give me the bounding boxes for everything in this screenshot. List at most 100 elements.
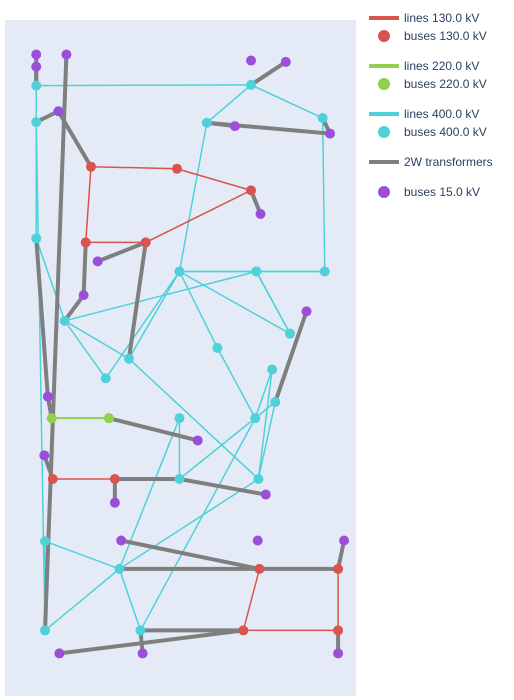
line-400kv	[104, 270, 181, 380]
transformer-2w	[57, 628, 246, 656]
bus-130kv	[246, 185, 257, 196]
transformer-2w	[177, 477, 268, 497]
line-400kv	[63, 320, 107, 380]
transformer-2w	[43, 52, 69, 633]
bus-400kv	[114, 563, 125, 574]
plot-background	[5, 20, 356, 696]
legend-label: 2W transformers	[404, 155, 493, 169]
line-400kv	[178, 270, 219, 349]
legend-label: buses 220.0 kV	[404, 77, 487, 91]
bus-400kv	[267, 364, 278, 375]
line-400kv	[178, 270, 291, 335]
bus-15kv	[42, 391, 53, 402]
line-400kv	[118, 478, 260, 570]
line-400kv	[254, 368, 273, 419]
transformer-2w	[34, 236, 50, 399]
bus-400kv	[31, 80, 42, 91]
bus-400kv	[135, 625, 146, 636]
line-400kv	[321, 117, 326, 273]
bus-400kv	[253, 474, 264, 485]
bus-15kv	[252, 535, 263, 546]
bus-400kv	[246, 79, 257, 90]
legend-item[interactable]: lines 220.0 kV	[364, 57, 510, 75]
legend-line-swatch	[364, 9, 404, 27]
line-400kv	[255, 270, 291, 335]
bus-130kv	[171, 163, 182, 174]
bus-400kv	[174, 474, 185, 485]
transformer-2w	[62, 293, 86, 323]
line-400kv	[128, 357, 260, 480]
bus-15kv	[92, 256, 103, 267]
bus-15kv	[246, 55, 257, 66]
transformer-2w	[81, 240, 88, 298]
bus-15kv	[333, 648, 344, 659]
legend-line-swatch	[364, 105, 404, 123]
legend-gap	[364, 171, 510, 183]
bus-400kv	[285, 328, 296, 339]
line-400kv	[63, 320, 130, 360]
legend-gap	[364, 141, 510, 153]
bus-15kv	[78, 290, 89, 301]
transformer-2w	[273, 309, 309, 404]
bus-130kv	[333, 625, 344, 636]
legend-line-swatch	[364, 153, 404, 171]
transformer-2w	[95, 240, 148, 264]
bus-400kv	[174, 413, 185, 424]
line-130kv	[242, 568, 261, 632]
legend-item[interactable]: 2W transformers	[364, 153, 510, 171]
bus-15kv	[280, 56, 291, 67]
line-400kv	[257, 401, 277, 480]
bus-15kv	[31, 49, 42, 60]
legend-gap	[364, 93, 510, 105]
legend-item[interactable]: buses 220.0 kV	[364, 75, 510, 93]
legend-item[interactable]: buses 130.0 kV	[364, 27, 510, 45]
line-400kv	[128, 270, 181, 360]
bus-15kv	[339, 535, 350, 546]
legend-label: buses 130.0 kV	[404, 29, 487, 43]
bus-15kv	[53, 106, 64, 117]
line-130kv	[176, 167, 252, 192]
bus-15kv	[109, 497, 120, 508]
bus-400kv	[59, 315, 70, 326]
bus-130kv	[140, 237, 151, 248]
bus-400kv	[174, 266, 185, 277]
legend-item[interactable]: buses 400.0 kV	[364, 123, 510, 141]
bus-130kv	[333, 563, 344, 574]
transformer-2w	[119, 538, 262, 571]
transformer-2w	[56, 109, 93, 169]
bus-400kv	[317, 113, 328, 124]
bus-130kv	[80, 237, 91, 248]
transformer-2w	[249, 59, 288, 87]
legend-label: lines 130.0 kV	[404, 11, 480, 25]
line-130kv	[145, 189, 252, 244]
bus-15kv	[61, 49, 72, 60]
transformer-2w	[106, 416, 200, 443]
line-400kv	[216, 347, 257, 419]
bus-130kv	[109, 474, 120, 485]
line-400kv	[63, 270, 258, 322]
legend-gap	[364, 45, 510, 57]
legend-label: buses 15.0 kV	[404, 185, 481, 199]
bus-220kv	[103, 413, 114, 424]
legend-item[interactable]: lines 130.0 kV	[364, 9, 510, 27]
legend-label: lines 400.0 kV	[404, 107, 480, 121]
bus-15kv	[260, 489, 271, 500]
line-130kv	[90, 165, 178, 170]
bus-400kv	[251, 266, 262, 277]
bus-400kv	[31, 233, 42, 244]
bus-15kv	[229, 121, 240, 132]
legend-marker-swatch	[364, 183, 404, 201]
legend-marker-swatch	[364, 123, 404, 141]
line-400kv	[35, 237, 66, 322]
legend-label: buses 400.0 kV	[404, 125, 487, 139]
transformer-2w	[204, 120, 333, 136]
legend-item[interactable]: buses 15.0 kV	[364, 183, 510, 201]
bus-400kv	[31, 117, 42, 128]
bus-400kv	[100, 373, 111, 384]
line-400kv	[206, 84, 252, 124]
bus-15kv	[31, 61, 42, 72]
bus-400kv	[212, 342, 223, 353]
legend-item[interactable]: lines 400.0 kV	[364, 105, 510, 123]
